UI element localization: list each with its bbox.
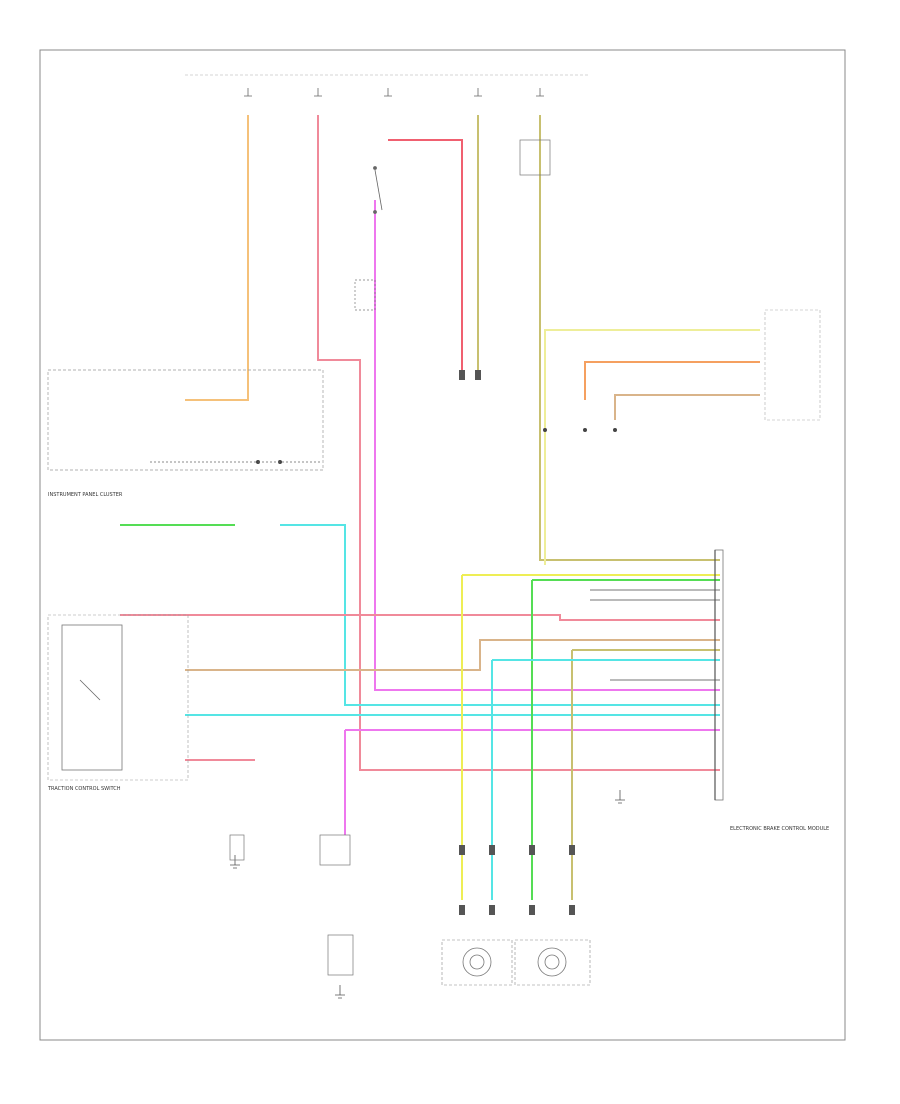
brake-module-box <box>714 549 724 801</box>
wire-tan-right <box>614 394 760 420</box>
traction-switch-contact <box>79 679 101 701</box>
wire-red <box>317 115 720 771</box>
connector-marker <box>459 905 465 915</box>
right-sensor-block <box>764 309 821 421</box>
wire-orange <box>185 115 249 401</box>
ground-icon <box>230 855 240 869</box>
instrument-panel-cluster-label: INSTRUMENT PANEL CLUSTER <box>48 492 123 498</box>
ground-symbols <box>230 790 625 999</box>
instrument-panel-cluster-box <box>47 369 324 471</box>
wire-olive-2 <box>539 115 720 561</box>
lower-left-switch <box>229 834 245 861</box>
right-front-wheel-speed-sensor <box>514 939 591 986</box>
connector-marker <box>529 905 535 915</box>
connector-marker <box>489 905 495 915</box>
brake-switch <box>373 166 383 214</box>
splice-dots <box>256 428 617 464</box>
wire-peach-right <box>584 361 760 400</box>
connector-marker <box>459 370 465 380</box>
wire-black-pin <box>590 589 720 681</box>
brake-module-label: ELECTRONIC BRAKE CONTROL MODULE <box>730 826 829 832</box>
traction-control-switch-label: TRACTION CONTROL SWITCH <box>47 786 121 792</box>
connector-marker <box>459 845 465 855</box>
lower-switch-box <box>327 934 354 976</box>
ground-icon <box>335 985 345 999</box>
inline-connectors <box>459 370 575 915</box>
diagram-border <box>39 49 846 1041</box>
connector-marker <box>569 905 575 915</box>
ground-icon <box>615 790 625 804</box>
brake-pedal-switch <box>319 834 351 866</box>
fuse-symbol <box>244 88 252 97</box>
connector-marker <box>475 370 481 380</box>
left-front-wheel-speed-sensor <box>441 939 513 986</box>
connector-marker <box>489 845 495 855</box>
connector-marker <box>529 845 535 855</box>
traction-control-switch-box <box>61 624 123 771</box>
wire-tan-h <box>185 639 720 671</box>
wire-red-top <box>388 139 463 380</box>
wire-yellow-right <box>544 329 760 565</box>
relay-box <box>354 279 376 311</box>
module-box-top-right <box>519 139 551 176</box>
fuse-row <box>244 88 544 97</box>
traction-control-outer <box>47 614 189 781</box>
connector-marker <box>569 845 575 855</box>
wire-magenta <box>374 200 720 691</box>
fuse-symbol <box>314 88 322 97</box>
fuse-symbol <box>474 88 482 97</box>
fuse-symbol <box>384 88 392 97</box>
fuse-symbol <box>536 88 544 97</box>
wire-pink-h <box>120 614 720 621</box>
